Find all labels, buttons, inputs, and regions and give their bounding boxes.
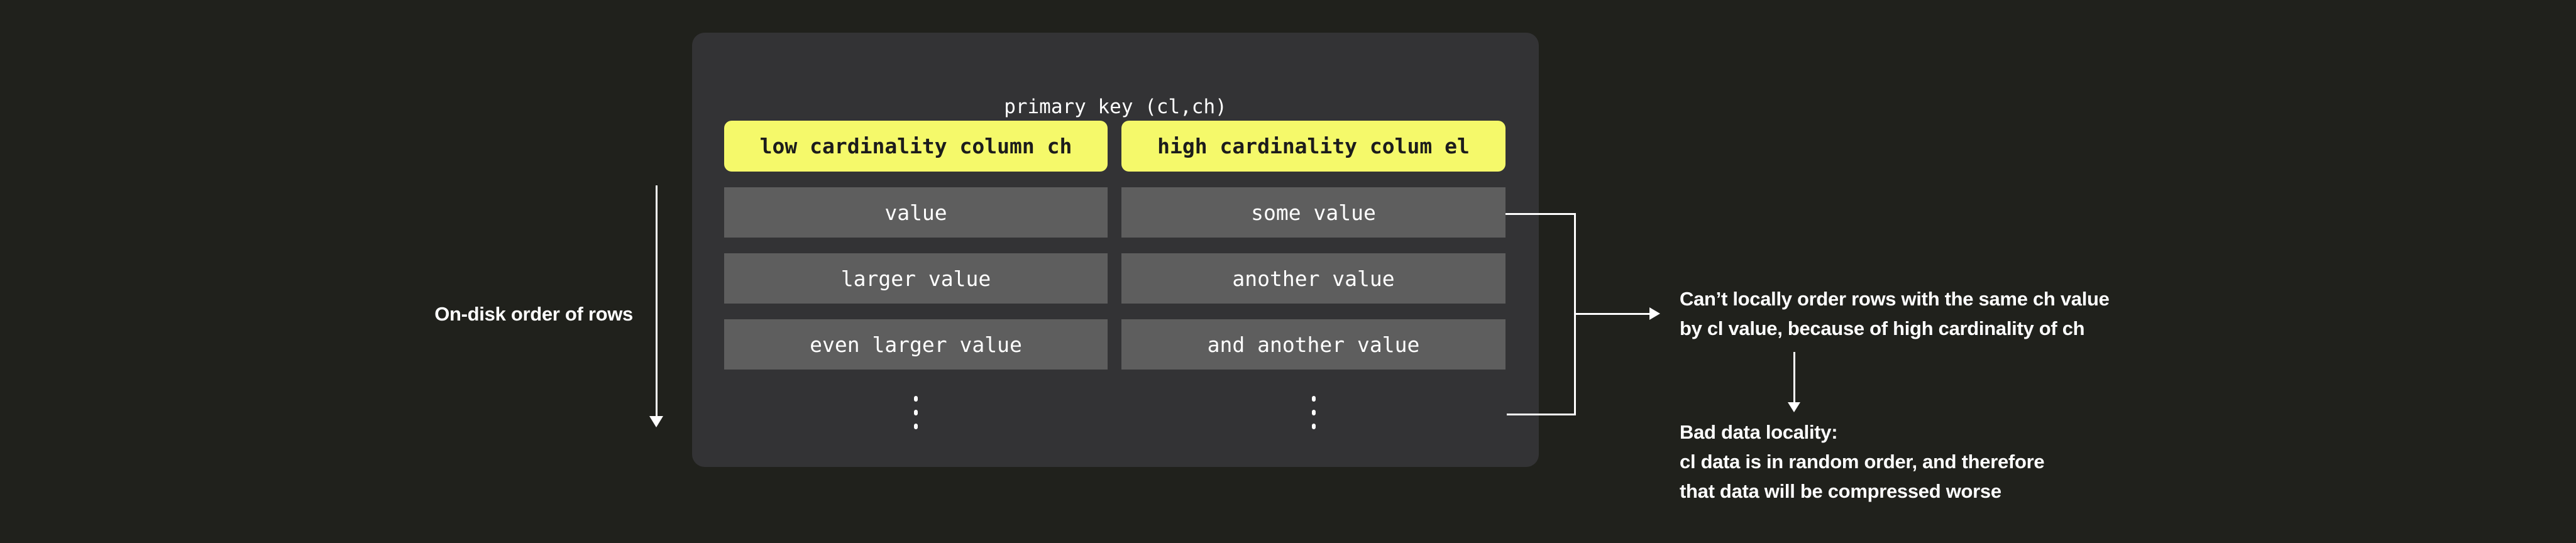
ellipsis-dot <box>914 410 918 415</box>
bad-locality-note: Bad data locality: cl data is in random … <box>1680 417 2045 506</box>
bracket-vertical-line <box>1574 213 1576 415</box>
right-arrow-shaft <box>1576 313 1650 315</box>
left-down-arrow-icon <box>649 416 663 427</box>
cant-order-note: Can’t locally order rows with the same c… <box>1680 284 2110 343</box>
bracket-bottom-line <box>1507 414 1576 415</box>
left-down-arrow-shaft <box>656 185 658 417</box>
ellipsis-dot <box>914 424 918 429</box>
table-cell: and another value <box>1121 319 1505 370</box>
table-cell: value <box>724 187 1108 238</box>
table-cell: even larger value <box>724 319 1108 370</box>
primary-key-panel: primary key (cl,ch) low cardinality colu… <box>692 33 1539 467</box>
table-cell: larger value <box>724 253 1108 304</box>
note-line: cl data is in random order, and therefor… <box>1680 451 2045 473</box>
bracket-top-line <box>1505 213 1576 215</box>
ellipsis-dot <box>914 396 918 402</box>
ellipsis-dot <box>1311 424 1316 429</box>
ellipsis-dot <box>1311 396 1316 402</box>
note-line: Can’t locally order rows with the same c… <box>1680 288 2110 310</box>
ellipsis-dot <box>1311 410 1316 415</box>
note-line: by cl value, because of high cardinality… <box>1680 317 2085 339</box>
panel-title: primary key (cl,ch) <box>1004 96 1227 118</box>
table-cell: some value <box>1121 187 1505 238</box>
vertical-ellipsis-icon <box>1121 396 1505 456</box>
vertical-ellipsis-icon <box>724 396 1108 456</box>
on-disk-order-label: On-disk order of rows <box>434 303 633 325</box>
right-arrow-icon <box>1649 307 1660 320</box>
note-line: Bad data locality: <box>1680 421 1838 443</box>
header-high-cardinality-column: high cardinality colum el <box>1121 121 1505 172</box>
down-arrow-shaft <box>1793 352 1795 403</box>
note-line: that data will be compressed worse <box>1680 480 2001 502</box>
down-arrow-icon <box>1788 402 1800 412</box>
header-low-cardinality-column: low cardinality column ch <box>724 121 1108 172</box>
table-cell: another value <box>1121 253 1505 304</box>
